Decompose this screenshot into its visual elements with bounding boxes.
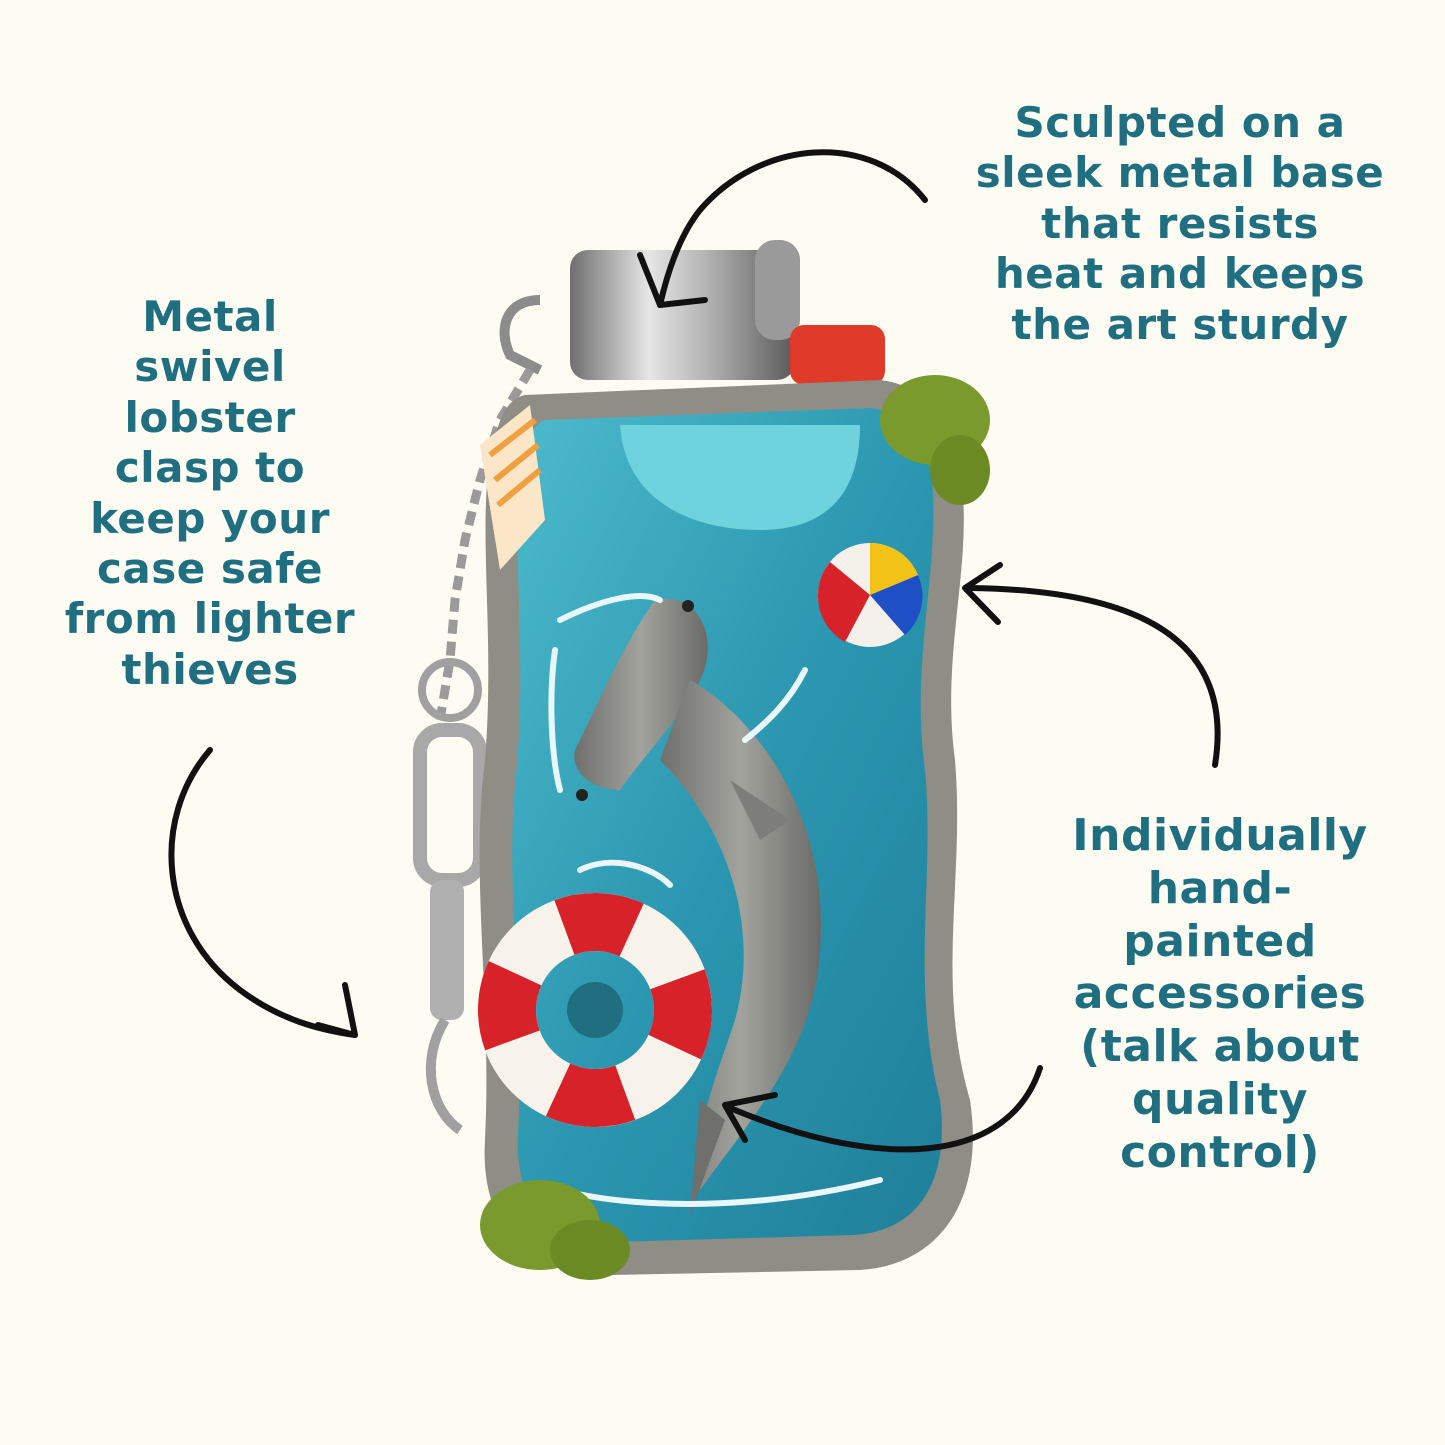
curved-arrow-icon	[657, 149, 928, 308]
curved-arrow-icon	[168, 747, 358, 1038]
split-ring-icon	[418, 658, 482, 722]
arrows	[168, 149, 1221, 1153]
towel-icon	[480, 405, 545, 570]
lighter-top	[570, 240, 885, 385]
moss-decoration	[480, 375, 990, 1280]
curved-arrow-icon	[637, 252, 708, 308]
callout-metal-base: Sculpted on a sleek metal base that resi…	[975, 98, 1385, 349]
curved-arrow-icon	[962, 562, 1003, 625]
curved-arrow-icon	[727, 1065, 1043, 1153]
life-ring-icon	[478, 893, 712, 1127]
hammerhead-shark	[574, 598, 821, 1215]
curved-arrow-icon	[967, 585, 1221, 768]
lobster-clasp-icon[interactable]	[413, 723, 487, 887]
keychain	[413, 295, 543, 1135]
callout-hand-painted: Individually hand- painted accessories (…	[1072, 810, 1368, 1178]
callout-lobster-clasp: Metal swivel lobster clasp to keep your …	[64, 292, 356, 694]
beach-ball-icon	[817, 543, 923, 647]
lighter-button-icon	[790, 325, 885, 385]
curved-arrow-icon	[722, 1092, 778, 1143]
curved-arrow-icon	[315, 982, 358, 1038]
water-highlights	[548, 593, 883, 1207]
